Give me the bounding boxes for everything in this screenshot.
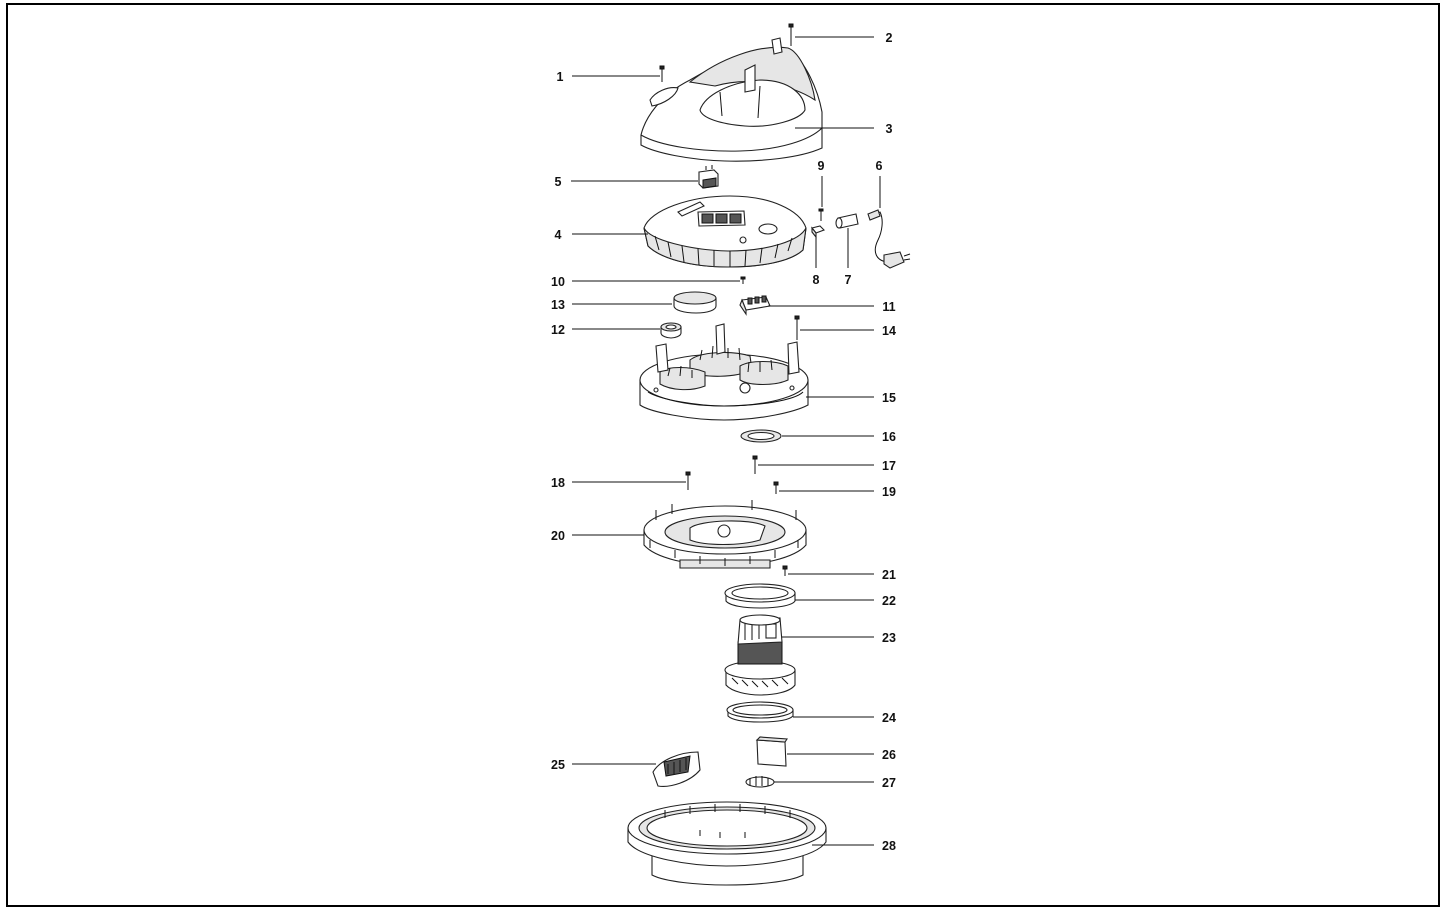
label-8: 8 — [813, 273, 820, 287]
label-3: 3 — [886, 122, 893, 136]
part-28-base — [627, 801, 827, 886]
part-6-power-cord — [867, 209, 911, 269]
part-14-screw — [794, 315, 800, 340]
part-7-cable-sleeve — [835, 213, 859, 229]
label-28: 28 — [882, 839, 896, 853]
label-17: 17 — [882, 459, 896, 473]
part-4-housing-lid — [643, 195, 807, 268]
part-18-screw — [685, 471, 691, 490]
label-19: 19 — [882, 485, 896, 499]
part-13-filter-disc — [673, 291, 717, 314]
part-16-ring — [740, 429, 782, 443]
part-9-screw — [818, 208, 824, 221]
label-9: 9 — [818, 159, 825, 173]
part-17-screw — [752, 455, 758, 474]
part-12-cap — [660, 322, 682, 339]
part-8-clip — [811, 225, 825, 239]
part-22-ring — [724, 583, 796, 609]
label-13: 13 — [551, 298, 565, 312]
part-23-motor — [724, 614, 796, 696]
part-11-terminal-block — [739, 295, 771, 316]
label-15: 15 — [882, 391, 896, 405]
label-26: 26 — [882, 748, 896, 762]
part-19-screw — [773, 481, 779, 494]
label-22: 22 — [882, 594, 896, 608]
label-7: 7 — [845, 273, 852, 287]
part-3-handle-cover — [640, 37, 823, 162]
label-23: 23 — [882, 631, 896, 645]
label-4: 4 — [555, 228, 562, 242]
part-24-ring — [726, 701, 794, 723]
leader-lines — [571, 36, 881, 846]
label-25: 25 — [551, 758, 565, 772]
label-16: 16 — [882, 430, 896, 444]
label-21: 21 — [882, 568, 896, 582]
label-14: 14 — [882, 324, 896, 338]
label-11: 11 — [882, 300, 895, 314]
label-18: 18 — [551, 476, 565, 490]
part-25-handle — [652, 751, 701, 787]
label-24: 24 — [882, 711, 896, 725]
part-2-screw — [788, 23, 794, 46]
label-5: 5 — [555, 175, 562, 189]
part-10-screw — [740, 276, 746, 284]
label-10: 10 — [551, 275, 565, 289]
part-15-base-assembly — [639, 323, 809, 421]
part-26-pad — [755, 736, 788, 767]
label-1: 1 — [557, 70, 564, 84]
part-5-switch — [698, 165, 719, 189]
label-12: 12 — [551, 323, 565, 337]
part-20-mounting-plate — [643, 500, 807, 569]
label-6: 6 — [876, 159, 883, 173]
part-27-wheel — [745, 776, 775, 788]
part-21-screw — [782, 565, 788, 576]
label-2: 2 — [886, 31, 893, 45]
part-1-screw — [659, 65, 665, 82]
label-27: 27 — [882, 776, 896, 790]
label-20: 20 — [551, 529, 565, 543]
